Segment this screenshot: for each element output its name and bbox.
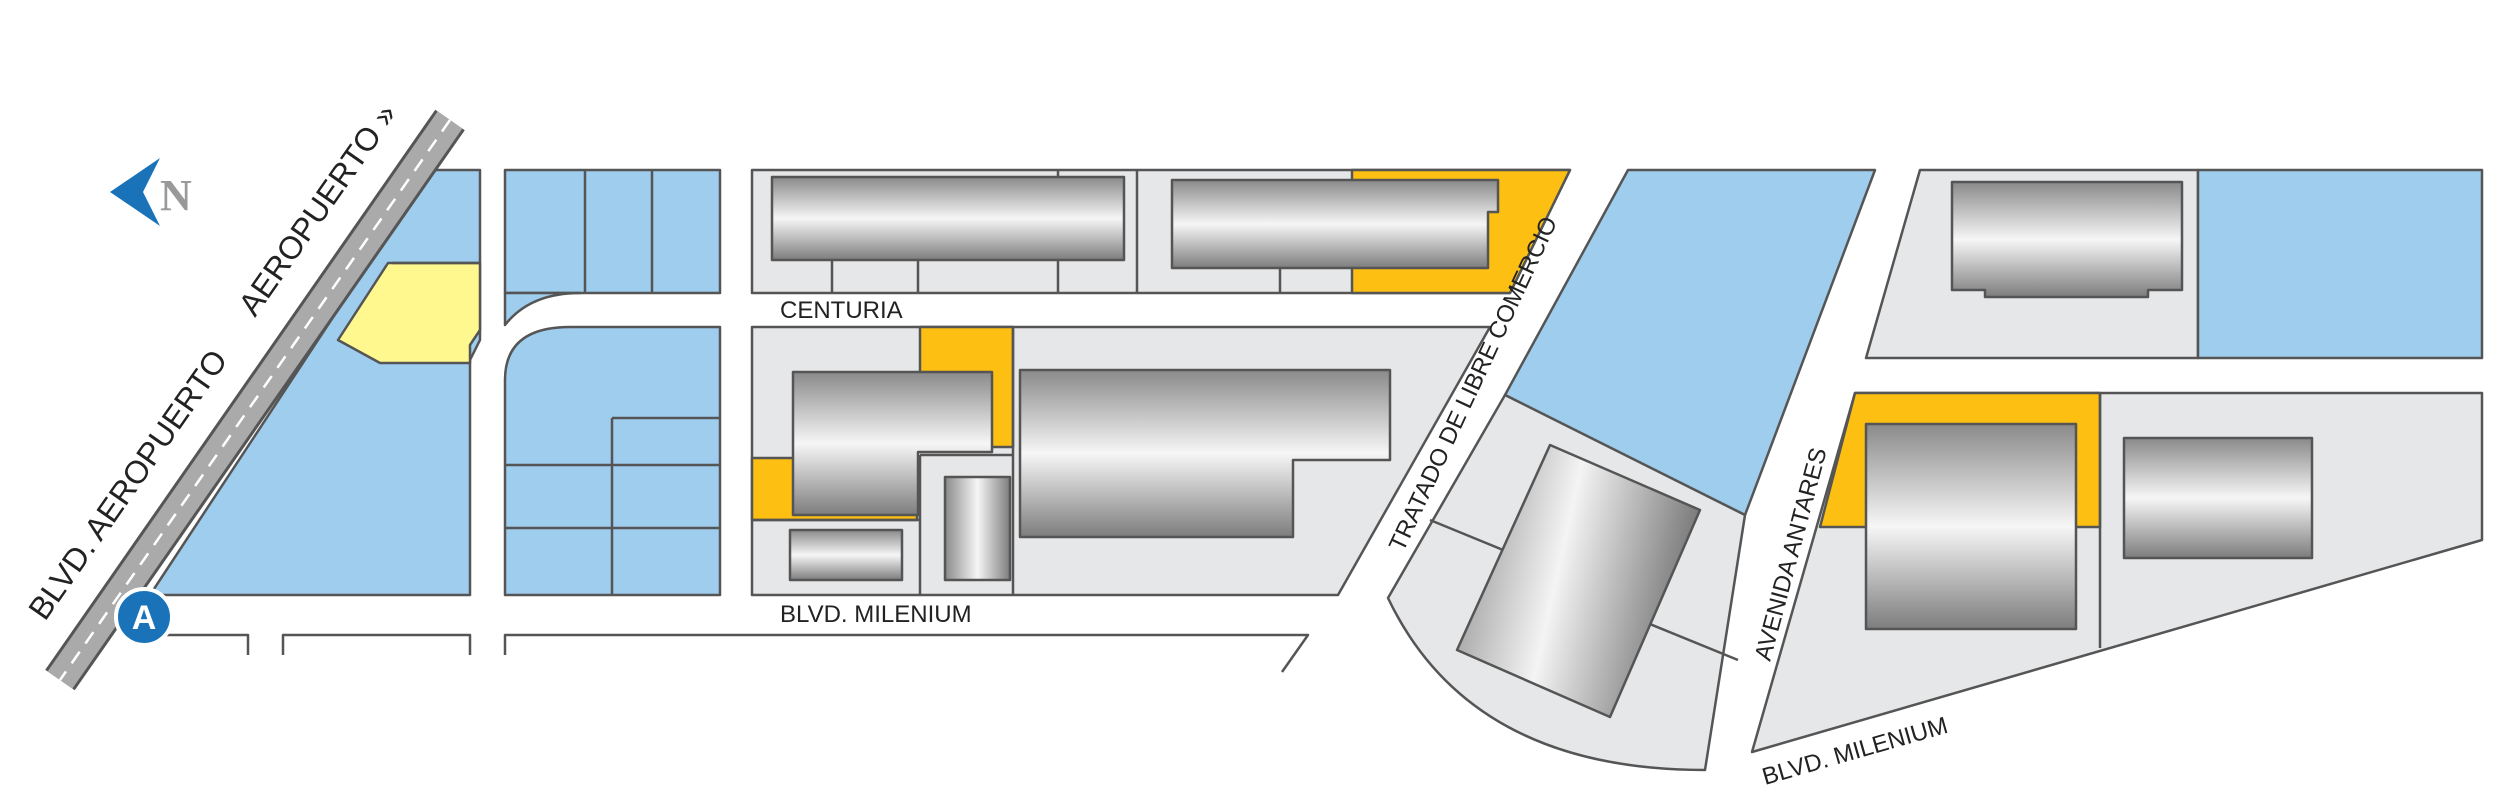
highway bbox=[45, 109, 465, 691]
location-marker-icon[interactable]: A bbox=[114, 587, 174, 647]
building bbox=[943, 475, 1012, 582]
street-label-blvd-milenium: BLVD. MILENIUM bbox=[780, 601, 972, 628]
building bbox=[1018, 368, 1392, 539]
marker-letter: A bbox=[132, 599, 157, 637]
lot-blue-curve bbox=[503, 291, 582, 327]
lot-blue bbox=[2196, 168, 2484, 360]
lot-blue bbox=[503, 168, 722, 295]
building bbox=[1950, 180, 2184, 299]
building bbox=[1170, 178, 1500, 270]
building bbox=[1864, 422, 2078, 631]
strip-outline bbox=[150, 633, 250, 655]
compass-letter: N bbox=[160, 171, 192, 220]
north-arrow-icon: N bbox=[110, 158, 192, 226]
building bbox=[788, 528, 904, 582]
building bbox=[791, 370, 994, 517]
building bbox=[1455, 443, 1702, 719]
building bbox=[2122, 436, 2314, 560]
street-label-centuria: CENTURIA bbox=[780, 297, 903, 324]
building bbox=[770, 175, 1126, 262]
lot-yellow bbox=[336, 261, 482, 365]
